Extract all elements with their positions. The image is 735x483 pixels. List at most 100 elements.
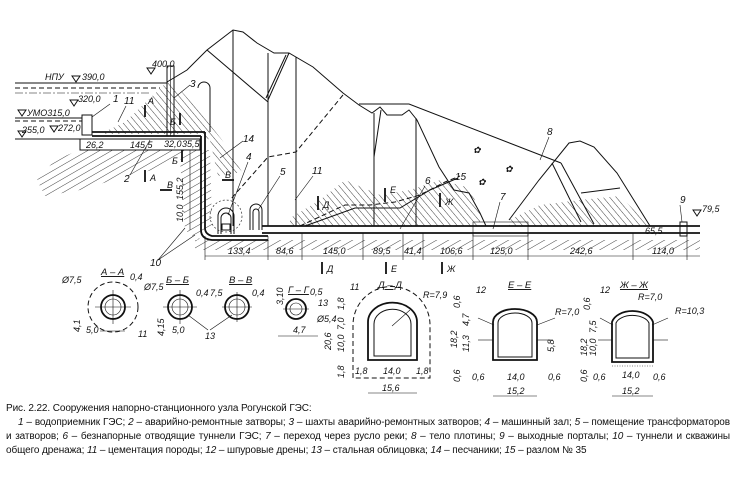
legend-text: тело плотины <box>429 431 493 442</box>
legend-number: 2 <box>128 417 145 428</box>
dimension: 0,6 <box>582 297 592 310</box>
dimension: 14,0 <box>383 366 401 376</box>
callout-6: 6 <box>425 176 431 187</box>
figure-caption: Рис. 2.22. Сооружения напорно-станционно… <box>6 402 730 458</box>
dimension: 155,2 <box>175 177 185 200</box>
dimension: 4,7 <box>461 312 471 326</box>
legend-number: 6 <box>63 431 81 442</box>
dimensions: 26,2 145,5 32,0 35,5 155,2 10,0 133,4 84… <box>85 139 700 260</box>
section-title: Д – Д <box>377 280 402 291</box>
dimension: R=7,9 <box>423 290 447 300</box>
caption-title: Рис. 2.22. Сооружения напорно-станционно… <box>6 403 312 414</box>
section-mark-zh: Ж <box>446 264 456 274</box>
legend-text: цементация породы <box>108 445 200 456</box>
dimension: R=10,3 <box>675 306 704 316</box>
dimension: 0,5 <box>310 287 324 297</box>
dimension: 26,2 <box>85 140 104 150</box>
dimension: 3,10 <box>275 287 285 305</box>
legend-text: безнапорные отводящие туннели ГЭС <box>80 431 259 442</box>
shaft-top-level: 400,0 <box>152 59 175 69</box>
section-zh-zh: Ж – Ж 12 R=7,0 R=10,3 0,6 7,5 18,2 10,0 … <box>579 280 704 397</box>
callout-11: 11 <box>124 96 134 107</box>
section-b-b: Б – Б Ø7,5 0,4 4,15 5,0 13 <box>143 275 233 341</box>
callout-13: 13 <box>318 298 328 308</box>
section-mark-v: В <box>225 170 231 180</box>
legend-number: 15 <box>504 445 526 456</box>
legend-text: разлом № 35 <box>526 445 587 456</box>
level-marks: НПУ 390,0 400,0 УМО315,0 320,0 255,0 272… <box>17 59 175 138</box>
dimension: 106,6 <box>440 246 463 256</box>
dimension: 10,0 <box>588 338 598 356</box>
section-title: В – В <box>229 275 253 286</box>
legend-number: 5 <box>575 417 592 428</box>
section-mark-d: Д <box>326 264 334 274</box>
intake-top-level: 320,0 <box>78 94 101 104</box>
dimension: 0,6 <box>472 372 485 382</box>
dimension: 35,5 <box>182 139 201 149</box>
section-mark-e: Е <box>390 185 397 195</box>
legend-item: 11цементация породы <box>87 445 205 456</box>
dimension: 0,6 <box>548 372 561 382</box>
legend-text: шахты аварийно-ремонтных затворов <box>305 417 479 428</box>
dimension: 0,6 <box>593 372 606 382</box>
dimension: 10,0 <box>175 204 185 222</box>
legend-text: водоприемник ГЭС <box>34 417 123 428</box>
legend-number: 3 <box>288 417 305 428</box>
dimension: 133,4 <box>228 246 251 256</box>
dimension: Ø7,5 <box>143 282 165 292</box>
dimension: 1,8 <box>336 365 346 378</box>
dimension: 0,4 <box>130 272 143 282</box>
legend-item: 8тело плотины <box>411 431 499 442</box>
dimension: 32,0 <box>164 139 182 149</box>
rock-mass <box>37 82 700 250</box>
section-mark-b: Б <box>170 117 176 127</box>
legend-item: 7переход через русло реки <box>265 431 411 442</box>
umo-level: УМО315,0 <box>26 108 70 118</box>
section-mark-zh: Ж <box>444 197 454 207</box>
section-mark-e: Е <box>391 264 398 274</box>
legend-number: 8 <box>411 431 429 442</box>
section-e-e: Е – Е 12 R=7,0 0,6 18,2 4,7 11,3 5,8 0,6… <box>449 280 579 397</box>
legend-text: помещение трансформаторов и затворов <box>6 417 730 442</box>
callout-12: 12 <box>476 285 486 295</box>
dimension: 125,0 <box>490 246 513 256</box>
dimension-ticks <box>204 233 688 260</box>
dimension: 41,4 <box>404 246 422 256</box>
section-g-g: Г – Г 3,10 0,5 13 Ø5,4 4,7 <box>275 285 337 337</box>
rock-fill-symbol: ✿ <box>478 177 487 187</box>
reservoir <box>15 82 167 140</box>
legend-number: 4 <box>484 417 501 428</box>
section-mark-b: Б <box>172 156 178 166</box>
dimension: 145,5 <box>130 140 154 150</box>
dimension: 15,6 <box>382 383 400 393</box>
legend-item: 6безнапорные отводящие туннели ГЭС <box>63 431 266 442</box>
callout-14: 14 <box>243 134 255 145</box>
npu-value: 390,0 <box>82 72 105 82</box>
dimension: 11,3 <box>461 335 471 352</box>
powerhouse <box>209 199 263 234</box>
legend-item: 14песчаники <box>431 445 505 456</box>
dimension: 1,8 <box>336 297 346 310</box>
callout-2: 2 <box>123 174 130 185</box>
dimension: 242,6 <box>569 246 593 256</box>
mountain-profile <box>166 29 487 227</box>
dimension: 18,2 <box>449 330 459 348</box>
dimension: 114,0 <box>652 246 674 256</box>
legend-text: аварийно-ремонтные затворы <box>144 417 283 428</box>
hydro-scheme-drawing: НПУ 390,0 400,0 УМО315,0 320,0 255,0 272… <box>15 29 721 397</box>
section-mark-v: В <box>167 180 173 190</box>
legend-number: 7 <box>265 431 283 442</box>
callout-11: 11 <box>138 329 147 339</box>
legend-item: 3шахты аварийно-ремонтных затворов <box>288 417 484 428</box>
legend-item: 2аварийно-ремонтные затворы <box>128 417 288 428</box>
outlet-inner-level: 65,5 <box>645 226 664 236</box>
dimension: 14,0 <box>507 372 525 382</box>
dimension: Ø7,5 <box>61 275 83 285</box>
callout-10: 10 <box>150 258 162 269</box>
bottom-level: 255,0 <box>21 125 45 135</box>
legend-text: стальная облицовка <box>332 445 426 456</box>
callout-9: 9 <box>680 195 686 206</box>
dimension: 0,4 <box>196 288 209 298</box>
dimension: 0,4 <box>252 288 265 298</box>
section-a-a: А – А Ø7,5 0,4 4,1 5,0 11 <box>61 267 147 339</box>
